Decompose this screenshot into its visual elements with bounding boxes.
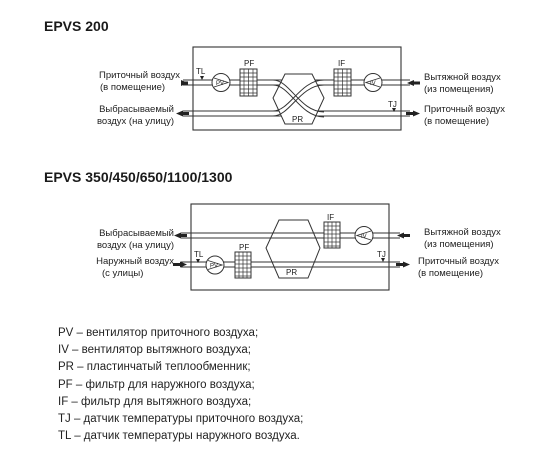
if-filter-hatch <box>334 69 351 96</box>
label-line: Наружный воздух <box>96 256 174 267</box>
pr-inner-lines <box>267 232 320 268</box>
arrow-right-bottom-shaft <box>396 263 403 266</box>
if-filter-hatch <box>324 222 340 248</box>
pr-exchanger-icon <box>265 219 321 279</box>
unit-housing <box>190 203 390 291</box>
pv-label: PV <box>210 264 218 270</box>
pv-label: PV <box>216 81 224 87</box>
legend-item: TL – датчик температуры наружного воздух… <box>58 430 300 443</box>
pf-filter-hatch <box>240 69 257 96</box>
iv-label: IV <box>361 234 367 240</box>
pr-crossing-paths <box>272 79 325 118</box>
tl-label: TL <box>196 67 206 76</box>
legend-item: PR – пластинчатый теплообменник; <box>58 361 251 374</box>
label-line: (с улицы) <box>102 268 144 279</box>
arrow-left-top-shaft <box>181 81 188 85</box>
arrow-right-bottom <box>403 261 410 268</box>
iv-fan-blade <box>355 230 372 241</box>
arrow-right-bottom-shaft <box>406 112 413 115</box>
if-label: IF <box>327 213 334 222</box>
tl-label: TL <box>194 250 204 259</box>
arrow-right-top-shaft <box>414 81 420 85</box>
tj-sensor-icon <box>392 108 396 112</box>
tj-label: TJ <box>388 100 397 109</box>
arrow-left-bottom <box>176 110 183 117</box>
pf-filter-hatch <box>235 252 251 278</box>
legend-item: PV – вентилятор приточного воздуха; <box>58 327 259 339</box>
legend: PV – вентилятор приточного воздуха; IV –… <box>58 325 303 445</box>
label-line: (из помещения) <box>424 84 494 95</box>
arrow-right-bottom <box>413 110 420 117</box>
arrow-right-top-shaft <box>404 234 410 237</box>
diagram1-left-top-label: Приточный воздух (в помещение) <box>60 70 180 94</box>
pv-fan-blade <box>207 260 224 270</box>
label-line: Выбрасываемый <box>99 104 174 115</box>
label-line: воздух (на улицу) <box>96 240 174 251</box>
arrow-left-bottom-shaft <box>173 263 180 266</box>
if-label: IF <box>338 59 345 68</box>
arrow-left-bottom <box>180 261 187 268</box>
pv-fan-blade <box>213 77 230 88</box>
diagram2-schematic: TL PV PF PR IF IV TJ <box>173 203 410 291</box>
tl-sensor-icon <box>200 76 204 80</box>
diagram1-left-bottom-label: Выбрасываемый воздух (на улицу) <box>60 104 174 128</box>
diagram1-schematic: TL PV PF PR IF IV TJ <box>176 46 420 131</box>
pr-label: PR <box>286 268 297 277</box>
label-line: (в помещение) <box>418 268 484 279</box>
iv-fan-icon <box>363 73 383 92</box>
diagram2-title: EPVS 350/450/650/1100/1300 <box>44 169 233 185</box>
unit-housing <box>192 46 402 131</box>
tj-sensor-icon <box>381 258 385 262</box>
label-line: Вытяжной воздух <box>424 227 501 238</box>
diagram1-right-top-label: Вытяжной воздух (из помещения) <box>424 72 501 96</box>
arrow-left-top-shaft <box>181 234 187 237</box>
pf-label: PF <box>244 59 254 68</box>
label-line: Выбрасываемый <box>99 228 174 239</box>
diagram2-left-bottom-label: Наружный воздух (с улицы) <box>62 256 174 280</box>
label-line: Вытяжной воздух <box>424 72 501 83</box>
label-line: воздух (на улицу) <box>96 116 174 127</box>
iv-fan-blade <box>364 77 381 88</box>
legend-item: TJ – датчик температуры приточного возду… <box>58 413 304 426</box>
arrow-right-top <box>407 80 414 86</box>
pv-fan-icon <box>205 255 225 275</box>
arrow-left-bottom-shaft <box>183 112 189 115</box>
diagram2-right-bottom-label: Приточный воздух (в помещение) <box>418 256 499 280</box>
tj-label: TJ <box>377 250 386 259</box>
pr-label: PR <box>292 115 303 124</box>
arrow-left-top <box>174 232 181 239</box>
legend-item: IV – вентилятор вытяжного воздуха; <box>58 344 251 357</box>
pf-label: PF <box>239 243 249 252</box>
tl-sensor-icon <box>196 259 200 263</box>
iv-fan-icon <box>354 226 374 245</box>
legend-item: IF – фильтр для вытяжного воздуха; <box>58 395 252 408</box>
label-line: Приточный воздух <box>424 104 506 115</box>
diagram2-left-top-label: Выбрасываемый воздух (на улицу) <box>62 228 174 252</box>
arrow-right-top <box>397 232 404 239</box>
iv-label: IV <box>370 81 376 87</box>
pv-fan-icon <box>211 73 231 92</box>
legend-item: PF – фильтр для наружного воздуха; <box>58 378 255 391</box>
diagram1-title: EPVS 200 <box>44 18 109 34</box>
label-line: (в помещение) <box>424 116 490 127</box>
diagram2-right-top-label: Вытяжной воздух (из помещения) <box>424 227 501 251</box>
label-line: (в помещение) <box>100 82 166 93</box>
diagram1-right-bottom-label: Приточный воздух (в помещение) <box>424 104 505 128</box>
label-line: (из помещения) <box>424 239 494 250</box>
label-line: Приточный воздух <box>418 256 500 267</box>
label-line: Приточный воздух <box>98 70 180 81</box>
